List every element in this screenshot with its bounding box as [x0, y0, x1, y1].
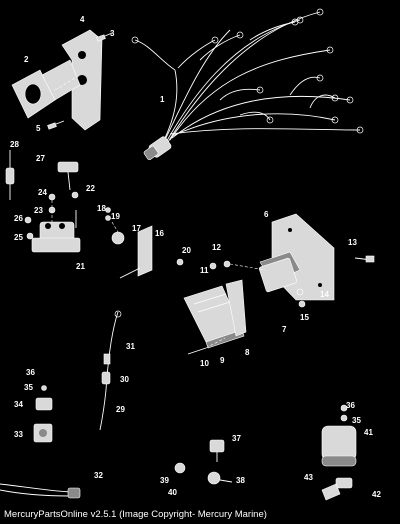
callout-8: 8	[245, 348, 250, 357]
callout-24: 24	[38, 188, 47, 197]
relay-bracket	[105, 207, 153, 279]
callout-33: 33	[14, 430, 23, 439]
callout-26: 26	[14, 214, 23, 223]
wiring-harness	[131, 8, 364, 161]
harness-bracket	[11, 29, 113, 131]
callout-7: 7	[282, 325, 287, 334]
callout-9: 9	[220, 356, 225, 365]
callout-42: 42	[372, 490, 381, 499]
left-sender	[33, 385, 53, 443]
callout-12: 12	[212, 243, 221, 252]
callout-39: 39	[160, 476, 169, 485]
solenoid-assembly	[24, 161, 81, 253]
canister-sender	[321, 404, 357, 501]
callout-30: 30	[120, 375, 129, 384]
callout-23: 23	[34, 206, 43, 215]
callout-21: 21	[76, 262, 85, 271]
callout-28: 28	[10, 140, 19, 149]
callout-20: 20	[182, 246, 191, 255]
callout-35b: 35	[352, 416, 361, 425]
callout-14: 14	[320, 290, 329, 299]
callout-32: 32	[94, 471, 103, 480]
copyright-footer: MercuryPartsOnline v2.5.1 (Image Copyrig…	[4, 509, 267, 520]
callout-13: 13	[348, 238, 357, 247]
callout-18: 18	[97, 204, 106, 213]
lower-harness	[0, 483, 81, 499]
callout-27: 27	[36, 154, 45, 163]
callout-43: 43	[304, 473, 313, 482]
callout-3: 3	[110, 29, 115, 38]
callout-2: 2	[24, 55, 29, 64]
callout-6: 6	[264, 210, 269, 219]
callout-22: 22	[86, 184, 95, 193]
mounting-plate	[209, 213, 375, 308]
callout-17: 17	[132, 224, 141, 233]
sender-lead	[99, 310, 122, 431]
callout-1: 1	[160, 95, 165, 104]
callout-5: 5	[36, 124, 41, 133]
callout-34: 34	[14, 400, 23, 409]
callout-35a: 35	[24, 383, 33, 392]
callout-41: 41	[364, 428, 373, 437]
callout-36b: 36	[346, 401, 355, 410]
control-module	[176, 258, 247, 355]
callout-37: 37	[232, 434, 241, 443]
callout-40: 40	[168, 488, 177, 497]
callout-labels: 1 2 3 4 5 6 7 8 9 10 11 12 13 14 15 16 1…	[10, 15, 381, 499]
callout-38: 38	[236, 476, 245, 485]
callout-31: 31	[126, 342, 135, 351]
callout-4: 4	[80, 15, 85, 24]
fuse-holder	[5, 150, 15, 200]
callout-25: 25	[14, 233, 23, 242]
center-sender	[174, 439, 233, 485]
callout-29: 29	[116, 405, 125, 414]
callout-19: 19	[111, 212, 120, 221]
callout-16: 16	[155, 229, 164, 238]
callout-11: 11	[200, 266, 209, 275]
callout-15: 15	[300, 313, 309, 322]
callout-36a: 36	[26, 368, 35, 377]
callout-10: 10	[200, 359, 209, 368]
